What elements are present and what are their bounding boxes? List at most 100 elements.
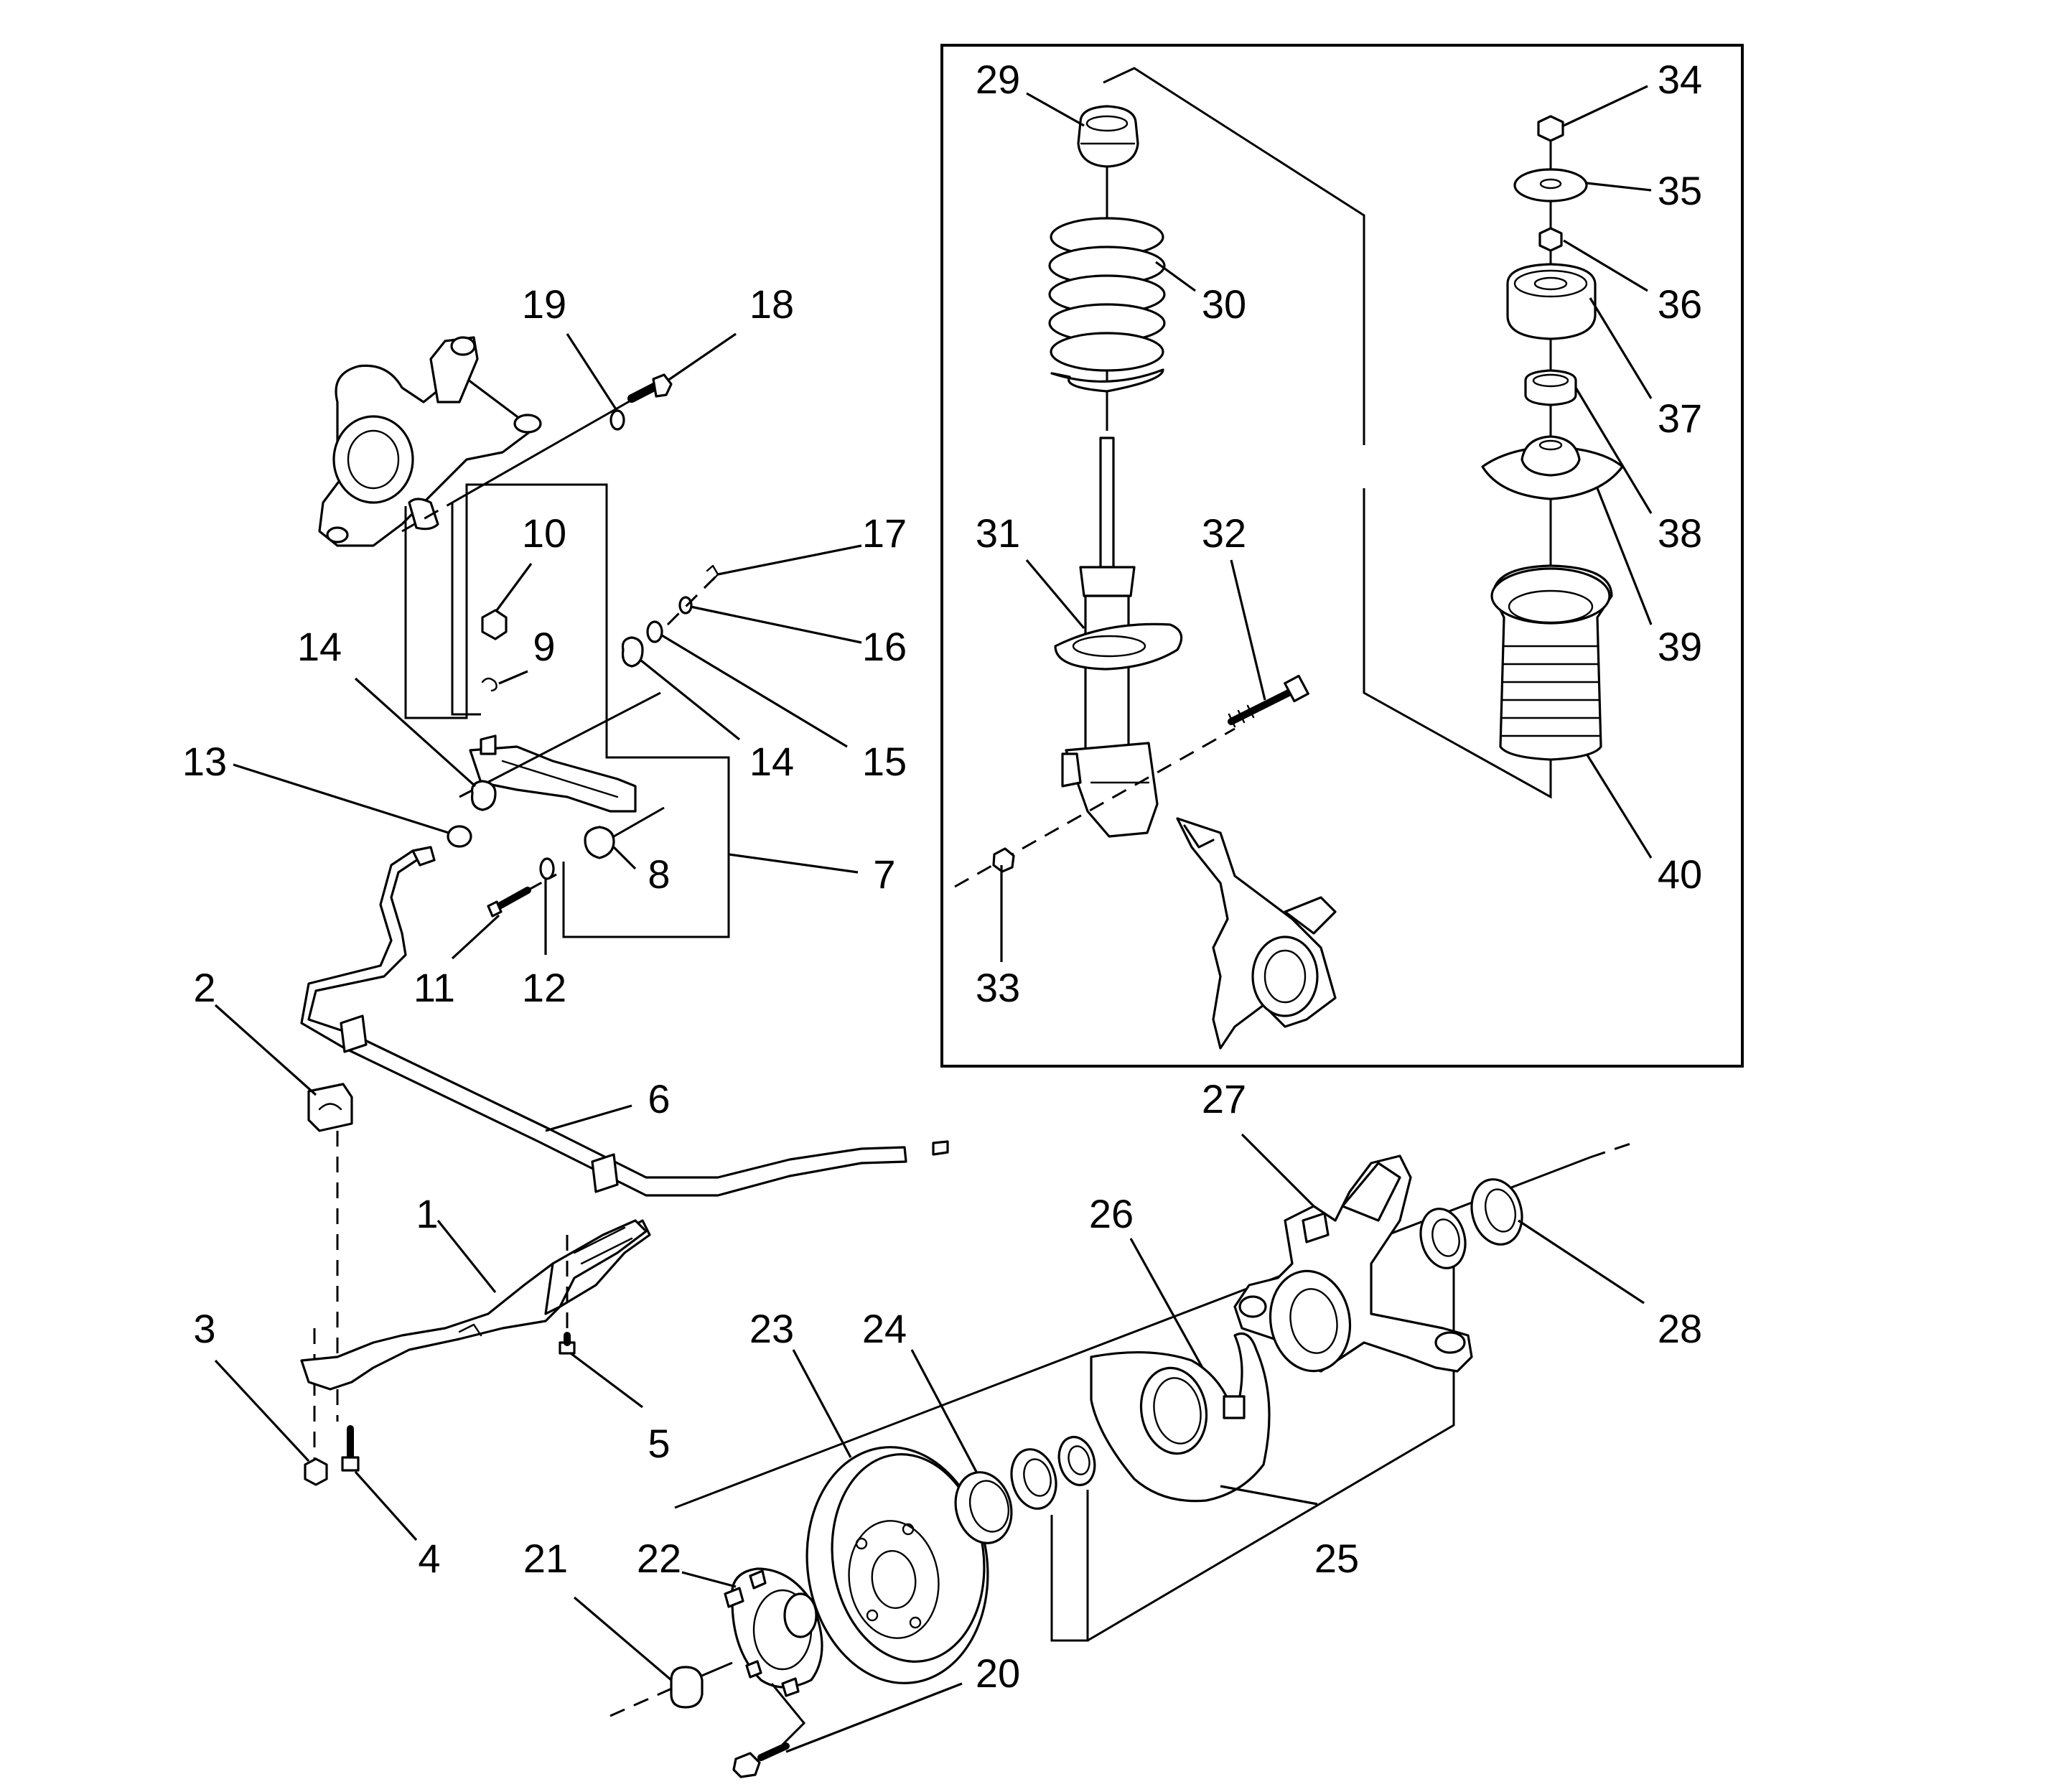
callout-22: 22: [637, 1536, 681, 1581]
leader-13: [233, 763, 449, 834]
bearing-set-bracket: [1087, 1231, 1455, 1642]
callout-4: 4: [418, 1536, 440, 1581]
hub-axis-right: [1589, 1140, 1638, 1159]
leader-17: [717, 544, 862, 576]
leader-39: [1596, 487, 1653, 625]
callout-16: 16: [862, 624, 907, 669]
callout-18: 18: [749, 281, 794, 327]
callout-6: 6: [648, 1076, 670, 1121]
arm-clip: [706, 564, 719, 582]
assembly-bracket-inner: [451, 503, 481, 716]
wheel-hub: [724, 1567, 823, 1697]
bar-bushing-left: [340, 1014, 368, 1053]
callout-34: 34: [1658, 57, 1702, 102]
mount-bearing: [1524, 369, 1577, 406]
leader-2: [214, 1004, 317, 1096]
callout-27: 27: [1202, 1076, 1246, 1121]
callout-25: 25: [1314, 1536, 1359, 1581]
callout-8: 8: [648, 851, 670, 897]
callout-26: 26: [1089, 1191, 1134, 1236]
arm-washer: [646, 620, 663, 643]
arm-pivot-washer: [447, 825, 472, 848]
bump-stop: [1077, 105, 1139, 168]
leader-9: [498, 670, 528, 685]
callout-9: 9: [533, 624, 555, 669]
leader-30: [1155, 261, 1196, 292]
arm-pivot-axis: [459, 691, 661, 798]
callout-35: 35: [1658, 168, 1702, 213]
callout-20: 20: [976, 1651, 1020, 1696]
ball-joint-washer: [481, 677, 498, 692]
leader-38: [1574, 387, 1653, 514]
hub-bearing-inner: [1057, 1435, 1096, 1487]
hub-axis-left: [609, 1686, 676, 1717]
callout-39: 39: [1658, 624, 1702, 669]
callout-30: 30: [1202, 281, 1246, 327]
leader-40: [1585, 753, 1653, 859]
knuckle-washer: [609, 409, 625, 431]
callout-labels: 1 2 3 4 5 6 7 8 9 10 11 12 13 14 14 15 1…: [182, 57, 1702, 1696]
leader-5: [570, 1352, 643, 1409]
brake-rotor: [805, 1446, 989, 1684]
rear-arm-bushing: [584, 826, 615, 859]
callout-12: 12: [522, 965, 566, 1010]
bearing-bracket: [1050, 1490, 1089, 1642]
brake-bolt: [732, 1683, 806, 1778]
callout-11: 11: [414, 965, 455, 1010]
assembly-bracket-7: [404, 483, 730, 938]
hub-nut: [670, 1666, 704, 1709]
callout-32: 32: [1202, 510, 1246, 556]
leader-15: [661, 634, 848, 748]
inset-frame: [940, 44, 1744, 1068]
stabilizer-bar-end-right: [932, 1140, 949, 1156]
callout-15: 15: [862, 739, 907, 784]
leader-11: [451, 914, 500, 960]
leader-18: [667, 332, 737, 382]
bracket-bolt-rear: [559, 1235, 576, 1355]
leader-6: [545, 1104, 632, 1132]
strut-assembly-inset: [940, 44, 1744, 1068]
dust-boot: [1490, 564, 1613, 761]
ball-joint-nut: [481, 609, 508, 640]
callout-29: 29: [976, 57, 1020, 102]
bar-clamp-bushing: [307, 1083, 353, 1132]
arm-clip-axis: [666, 573, 719, 626]
splash-shield: [1090, 1332, 1271, 1503]
callout-36: 36: [1658, 281, 1702, 327]
leader-19: [566, 333, 617, 410]
callout-5: 5: [648, 1421, 670, 1466]
washer: [1513, 168, 1588, 202]
callout-13: 13: [182, 739, 227, 784]
callout-21: 21: [523, 1536, 568, 1581]
bracket-nut: [304, 1457, 328, 1486]
hub-seal: [954, 1471, 1013, 1544]
leader-28: [1518, 1219, 1645, 1305]
leader-37: [1589, 297, 1653, 399]
knuckle-bolt: [627, 373, 673, 403]
callout-31: 31: [976, 510, 1020, 556]
leader-31: [1025, 559, 1085, 630]
top-nut: [1537, 115, 1564, 142]
leader-14-right: [640, 659, 741, 741]
stabilizer-bar-group: [300, 846, 949, 1486]
leader-7: [728, 853, 859, 874]
callout-14-left: 14: [297, 624, 342, 669]
knuckle-seal: [1470, 1178, 1523, 1246]
coil-spring: [1048, 217, 1166, 393]
strut-mount: [1506, 263, 1597, 340]
leader-32: [1230, 559, 1266, 701]
leader-29: [1026, 92, 1085, 127]
callout-3: 3: [193, 1306, 215, 1351]
hub-bearing-outer: [1010, 1448, 1057, 1510]
hub-assembly-group: [609, 1140, 1638, 1778]
leader-22: [681, 1571, 737, 1588]
strut: [1054, 437, 1183, 838]
leader-3: [214, 1359, 310, 1462]
front-bushing: [470, 780, 497, 811]
leader-23: [792, 1349, 852, 1458]
callout-7: 7: [873, 851, 895, 897]
callout-2: 2: [193, 965, 215, 1010]
leader-8: [612, 846, 637, 870]
bushing-washer: [539, 857, 555, 880]
